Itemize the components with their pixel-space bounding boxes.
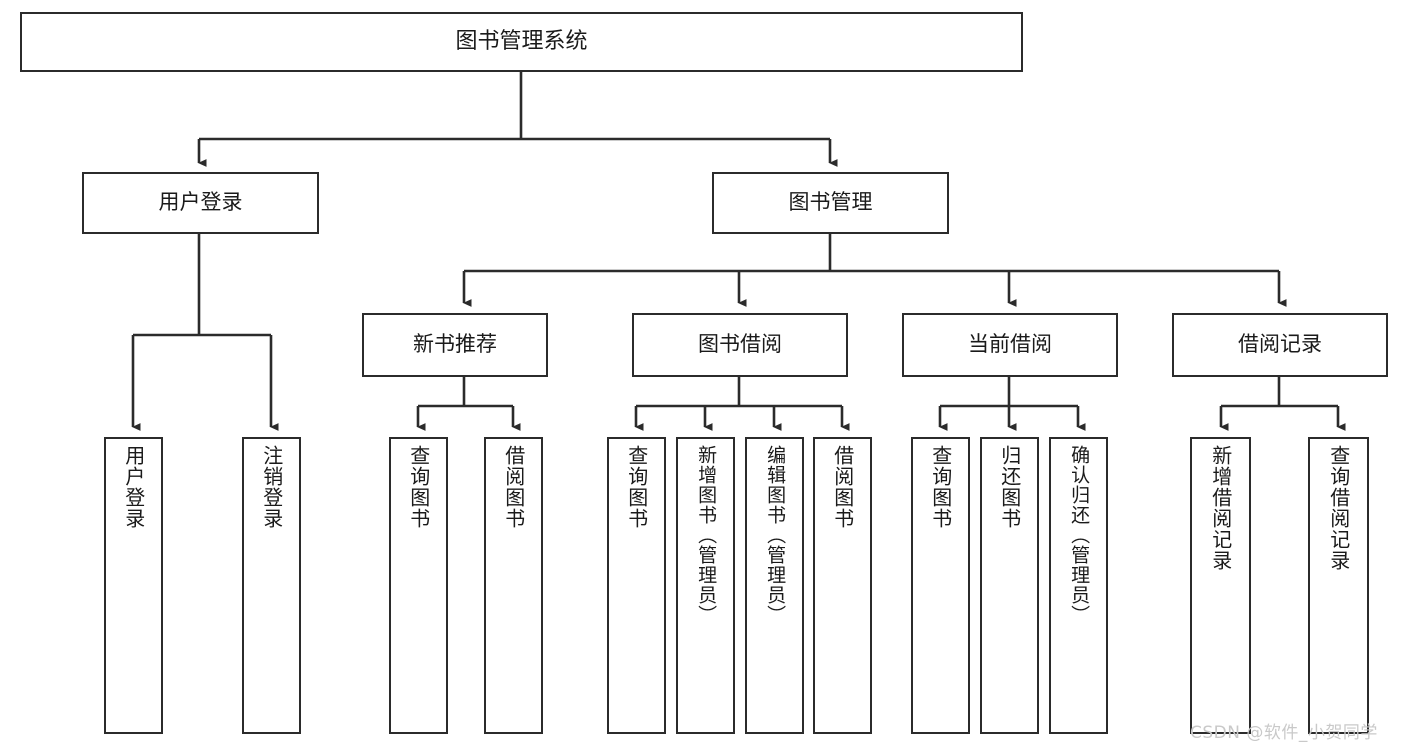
leaf-borrow-add-book-admin[interactable]: 新增图书（管理员）: [676, 437, 735, 734]
leaf-borrow-borrow-book[interactable]: 借阅图书: [813, 437, 872, 734]
node-book-borrow[interactable]: 图书借阅: [632, 313, 848, 377]
leaf-user-login-do[interactable]: 用户登录: [104, 437, 163, 734]
node-root-system[interactable]: 图书管理系统: [20, 12, 1023, 72]
node-user-login[interactable]: 用户登录: [82, 172, 319, 234]
leaf-label: 确认归还（管理员）: [1068, 445, 1091, 625]
leaf-label: 编辑图书（管理员）: [764, 445, 787, 625]
leaf-recommend-query-book[interactable]: 查询图书: [389, 437, 448, 734]
leaf-current-return-book[interactable]: 归还图书: [980, 437, 1039, 734]
leaf-label: 借阅图书: [501, 445, 526, 529]
leaf-label: 查询图书: [624, 445, 649, 529]
leaf-record-query-borrow-record[interactable]: 查询借阅记录: [1308, 437, 1369, 734]
node-new-book-recommend[interactable]: 新书推荐: [362, 313, 548, 377]
leaf-label: 归还图书: [997, 445, 1022, 529]
leaf-record-add-borrow-record[interactable]: 新增借阅记录: [1190, 437, 1251, 734]
node-borrow-record[interactable]: 借阅记录: [1172, 313, 1388, 377]
leaf-label: 借阅图书: [830, 445, 855, 529]
leaf-recommend-borrow-book[interactable]: 借阅图书: [484, 437, 543, 734]
csdn-watermark: CSDN @软件_小贺同学: [1190, 723, 1378, 743]
leaf-current-confirm-return-admin[interactable]: 确认归还（管理员）: [1049, 437, 1108, 734]
node-current-borrow[interactable]: 当前借阅: [902, 313, 1118, 377]
leaf-label: 用户登录: [121, 445, 146, 529]
leaf-label: 新增图书（管理员）: [695, 445, 718, 625]
node-book-management[interactable]: 图书管理: [712, 172, 949, 234]
leaf-current-query-book[interactable]: 查询图书: [911, 437, 970, 734]
leaf-label: 查询图书: [406, 445, 431, 529]
leaf-label: 注销登录: [259, 445, 284, 529]
leaf-label: 查询图书: [928, 445, 953, 529]
leaf-label: 查询借阅记录: [1326, 445, 1351, 571]
leaf-user-logout[interactable]: 注销登录: [242, 437, 301, 734]
leaf-borrow-query-book[interactable]: 查询图书: [607, 437, 666, 734]
leaf-label: 新增借阅记录: [1208, 445, 1233, 571]
leaf-borrow-edit-book-admin[interactable]: 编辑图书（管理员）: [745, 437, 804, 734]
